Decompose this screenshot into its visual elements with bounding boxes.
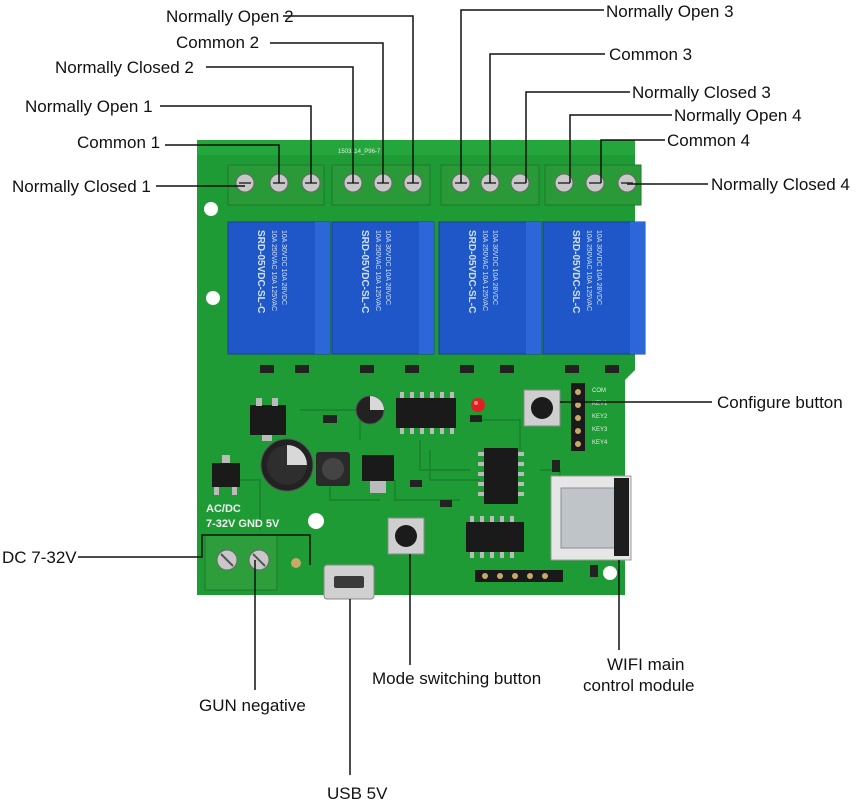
relay-rating-text: 10A 30VDC 10A 28VDC: [384, 230, 391, 305]
silk-key1: KEY1: [592, 401, 608, 407]
mount-hole: [308, 513, 324, 529]
mode-button-component[interactable]: [387, 517, 425, 555]
label-normally-open-2: Normally Open 2: [166, 7, 294, 26]
label-normally-open-4: Normally Open 4: [674, 106, 802, 125]
label-common-3: Common 3: [609, 45, 692, 64]
label-common-4: Common 4: [667, 131, 750, 150]
terminal-block-4: [544, 164, 642, 206]
silk-power-pins: 7-32V GND 5V: [206, 518, 280, 530]
pin-header-bottom: [475, 570, 563, 582]
inductor: [316, 452, 350, 486]
board-part-number: 1503114_P96-7: [338, 149, 381, 155]
leader-com1: [165, 144, 280, 183]
relay-4: SRD-05VDC-SL-C 10A 250VAC 10A 125VAC 10A…: [542, 221, 646, 355]
label-usb-5v: USB 5V: [327, 784, 388, 802]
leader-com3: [489, 53, 605, 183]
transistor: [212, 455, 240, 495]
relay-rating-text: 10A 30VDC 10A 28VDC: [595, 230, 602, 305]
leader-nc2: [206, 66, 354, 183]
ic-chip-1: [396, 392, 456, 434]
leader-dc: [78, 534, 311, 565]
silk-key2: KEY2: [592, 414, 608, 420]
regulator-chip: [250, 398, 286, 441]
relay-rating-text: 10A 30VDC 10A 28VDC: [280, 230, 287, 305]
leader-no1: [160, 105, 312, 183]
relay-rating-text: 10A 250VAC 10A 125VAC: [270, 230, 277, 311]
relay-model-text: SRD-05VDC-SL-C: [359, 230, 370, 313]
relay-rating-text: 10A 30VDC 10A 28VDC: [491, 230, 498, 305]
label-dc-7-32v: DC 7-32V: [2, 548, 77, 567]
relays: SRD-05VDC-SL-C 10A 250VAC 10A 125VAC 10A…: [227, 221, 646, 355]
label-configure-button: Configure button: [717, 393, 843, 412]
power-terminal-block: [204, 534, 278, 591]
mount-hole: [206, 291, 220, 305]
leader-com4: [600, 139, 665, 183]
relay-model-text: SRD-05VDC-SL-C: [570, 230, 581, 313]
relay-model-text: SRD-05VDC-SL-C: [255, 230, 266, 313]
silk-com: COM: [592, 388, 606, 394]
wifi-module-component: [550, 475, 632, 561]
label-normally-closed-1: Normally Closed 1: [12, 177, 151, 196]
ic-chip-2: [478, 448, 524, 504]
mount-hole: [204, 202, 218, 216]
leader-lines: [78, 9, 712, 775]
label-normally-closed-2: Normally Closed 2: [55, 58, 194, 77]
terminal-block-1: [227, 164, 325, 206]
mount-hole: [603, 566, 617, 580]
label-gun-negative: GUN negative: [199, 696, 306, 715]
status-led: [471, 398, 485, 412]
ic-chip-3: [466, 516, 524, 558]
silk-key3: KEY3: [592, 427, 608, 433]
silk-acdc: AC/DC: [206, 503, 241, 515]
label-normally-open-3: Normally Open 3: [606, 2, 734, 21]
label-normally-open-1: Normally Open 1: [25, 97, 153, 116]
leader-nc3: [525, 91, 630, 183]
label-normally-closed-4: Normally Closed 4: [711, 175, 850, 194]
leader-no2: [283, 15, 414, 183]
relay-rating-text: 10A 250VAC 10A 125VAC: [481, 230, 488, 311]
label-common-2: Common 2: [176, 33, 259, 52]
relay-3: SRD-05VDC-SL-C 10A 250VAC 10A 125VAC 10A…: [438, 221, 542, 355]
terminal-block-2: [331, 164, 431, 206]
silk-key4: KEY4: [592, 440, 608, 446]
label-wifi-line2: control module: [583, 676, 695, 695]
label-normally-closed-3: Normally Closed 3: [632, 83, 771, 102]
relay-model-text: SRD-05VDC-SL-C: [466, 230, 477, 313]
label-common-1: Common 1: [77, 133, 160, 152]
usb-connector-component: [323, 564, 375, 600]
pin-5v: [291, 558, 301, 568]
label-wifi-line1: WIFI main: [607, 655, 684, 674]
electrolytic-capacitor: [260, 438, 314, 492]
relay-2: SRD-05VDC-SL-C 10A 250VAC 10A 125VAC 10A…: [331, 221, 435, 355]
leader-no4: [569, 114, 672, 183]
configure-button-component[interactable]: [523, 389, 561, 427]
voltage-regulator: [362, 455, 394, 493]
small-capacitor: [355, 395, 385, 425]
relay-rating-text: 10A 250VAC 10A 125VAC: [585, 230, 592, 311]
relay-rating-text: 10A 250VAC 10A 125VAC: [374, 230, 381, 311]
label-mode-switching-button: Mode switching button: [372, 669, 541, 688]
key-pin-header: COM KEY1 KEY2 KEY3 KEY4: [571, 383, 608, 451]
leader-no3: [460, 9, 604, 183]
leader-com2: [270, 42, 384, 183]
relay-1: SRD-05VDC-SL-C 10A 250VAC 10A 125VAC 10A…: [227, 221, 331, 355]
smd-components: [260, 365, 619, 577]
